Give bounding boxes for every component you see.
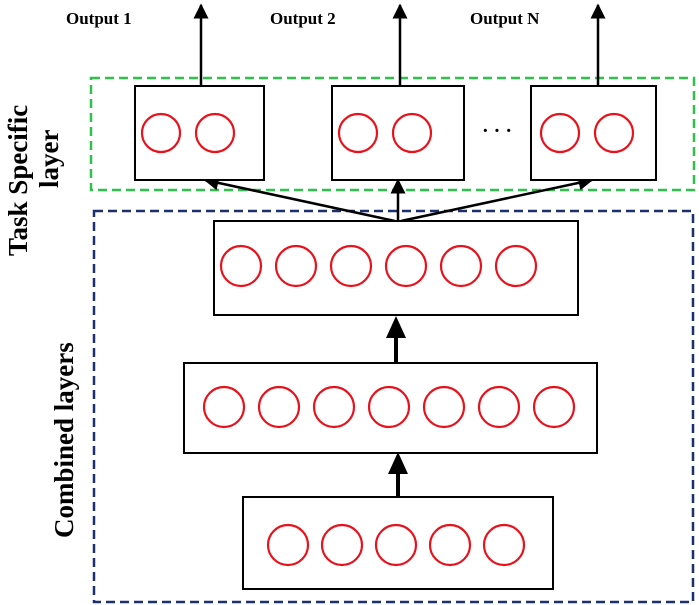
combined-middle-neuron-5 (422, 385, 466, 429)
combined-middle-neuron-7 (532, 385, 576, 429)
combined-top-neuron-4 (384, 244, 428, 288)
task-box-2 (331, 85, 465, 181)
combined-top-neuron-1 (219, 244, 263, 288)
layer-arrow-2 (388, 452, 408, 496)
combined-layer-bottom (242, 496, 554, 590)
task-box-n (530, 85, 657, 181)
output-label-2: Output 2 (270, 9, 336, 28)
combined-middle-neuron-2 (257, 385, 301, 429)
task-box-1 (134, 85, 265, 181)
combined-bottom-neuron-2 (320, 523, 364, 567)
combined-middle-neuron-4 (367, 385, 411, 429)
output-label-n: Output N (470, 9, 540, 28)
combined-layers-region (92, 209, 695, 604)
layer-arrow-1 (386, 316, 406, 362)
combined-layer-top (213, 220, 579, 316)
combined-bottom-neuron-3 (374, 523, 418, 567)
task-box-2-neuron-1 (337, 112, 379, 154)
combined-middle-neuron-1 (202, 385, 246, 429)
combined-top-neuron-6 (494, 244, 538, 288)
combined-middle-neuron-3 (312, 385, 356, 429)
task-box-n-neuron-1 (539, 112, 581, 154)
neurons-group (140, 112, 635, 567)
combined-top-neuron-3 (329, 244, 373, 288)
combined-top-neuron-2 (274, 244, 318, 288)
combined-layer-middle (183, 362, 598, 454)
fan-arrow-n (400, 175, 594, 223)
ellipsis: · · · (482, 120, 512, 142)
combined-top-neuron-5 (439, 244, 483, 288)
combined-bottom-neuron-4 (428, 523, 472, 567)
combined-middle-neuron-6 (477, 385, 521, 429)
task-layer-label-line2: layer (34, 130, 64, 188)
task-layer-label-line1: Task Specific (3, 105, 33, 256)
task-box-n-neuron-2 (593, 112, 635, 154)
combined-bottom-neuron-1 (266, 523, 310, 567)
task-box-1-neuron-1 (140, 112, 182, 154)
combined-layers-label: Combined layers (49, 342, 79, 538)
task-box-1-neuron-2 (194, 112, 236, 154)
output-label-1: Output 1 (66, 9, 132, 28)
task-box-2-neuron-2 (391, 112, 433, 154)
fan-arrow-1 (203, 175, 396, 223)
combined-bottom-neuron-5 (482, 523, 526, 567)
